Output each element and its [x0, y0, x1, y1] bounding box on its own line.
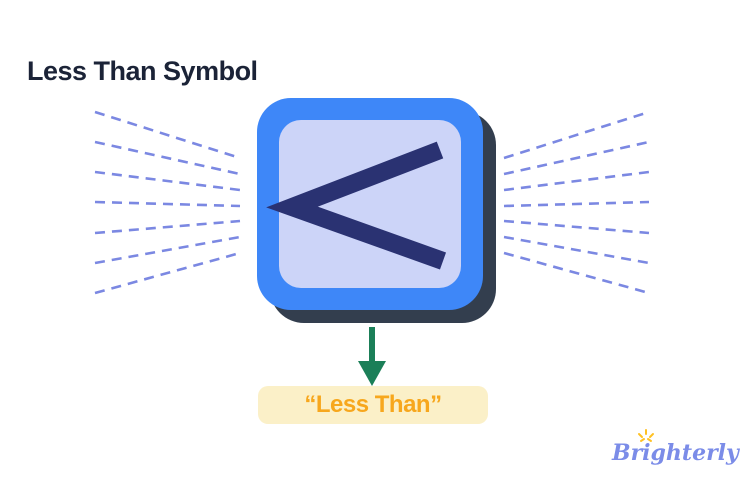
symbol-card-face	[279, 120, 461, 288]
left-dashed-rays	[94, 110, 241, 295]
sunburst-icon	[638, 429, 654, 442]
symbol-card	[257, 98, 483, 310]
down-arrow-icon	[358, 327, 386, 386]
less-than-label: “Less Than”	[258, 386, 488, 424]
brighterly-logo: Brighterly	[612, 440, 739, 466]
right-dashed-rays	[503, 110, 650, 295]
page-title: Less Than Symbol	[27, 56, 258, 87]
